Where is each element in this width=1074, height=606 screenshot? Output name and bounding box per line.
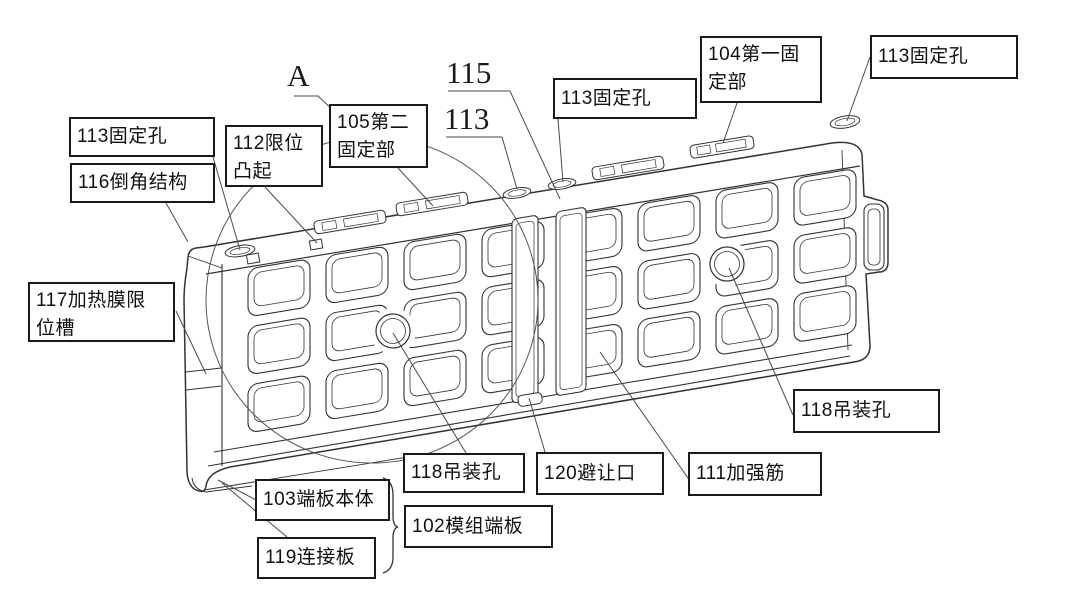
leader-117 (175, 310, 207, 375)
pocket-grid (247, 167, 857, 434)
leader-104 (722, 102, 738, 144)
callout-113-fixing-hole-left: 113固定孔 (69, 117, 215, 157)
callout-120-avoidance-opening: 120避让口 (536, 452, 664, 495)
grouping-brace (382, 477, 399, 574)
leader-113-right (846, 56, 871, 122)
leader-112 (264, 186, 318, 244)
callout-118-lifting-hole-right: 118吊装孔 (793, 389, 940, 433)
leader-113-left (212, 156, 241, 251)
lifting-hole-left (370, 308, 416, 354)
ref-number-115: 115 (446, 55, 492, 90)
leader-113-mid (557, 118, 564, 183)
callout-113-fixing-hole-mid: 113固定孔 (553, 78, 697, 119)
ref-number-113: 113 (444, 101, 490, 136)
callout-103-end-plate-body: 103端板本体 (255, 479, 390, 521)
center-columns (511, 207, 587, 404)
leader-lines (165, 56, 871, 538)
leader-111 (599, 351, 689, 479)
side-tab (863, 203, 885, 271)
callout-117-heating-film-slot: 117加热膜限 位槽 (28, 282, 175, 342)
limit-protrusions (245, 238, 324, 265)
leader-113-num (446, 136, 518, 190)
callout-111-reinforcing-rib: 111加强筋 (688, 452, 822, 496)
leader-120 (528, 397, 546, 453)
callout-113-fixing-hole-right: 113固定孔 (870, 35, 1018, 79)
leader-116 (165, 202, 189, 243)
leader-118-right (728, 267, 794, 416)
leader-detail-a (294, 95, 334, 111)
callout-112-limit-protrusion: 112限位 凸起 (225, 125, 323, 187)
callout-116-chamfer: 116倒角结构 (70, 163, 215, 203)
leader-119 (221, 482, 288, 538)
leader-103 (217, 479, 257, 501)
leader-118-bottom (392, 332, 467, 454)
callout-105-second-fixing: 105第二 固定部 (329, 104, 428, 168)
leader-105 (397, 167, 434, 207)
callout-119-connecting-plate: 119连接板 (257, 537, 376, 579)
callout-102-module-end-plate: 102模组端板 (404, 505, 553, 548)
top-slots (245, 135, 755, 265)
callout-118-lifting-hole-bottom: 118吊装孔 (403, 453, 525, 493)
leader-115 (448, 90, 561, 200)
detail-marker-a: A (287, 58, 310, 93)
callout-104-first-fixing: 104第一固 定部 (700, 36, 822, 103)
lifting-hole-right (704, 241, 750, 287)
fixing-holes-113 (224, 115, 861, 258)
